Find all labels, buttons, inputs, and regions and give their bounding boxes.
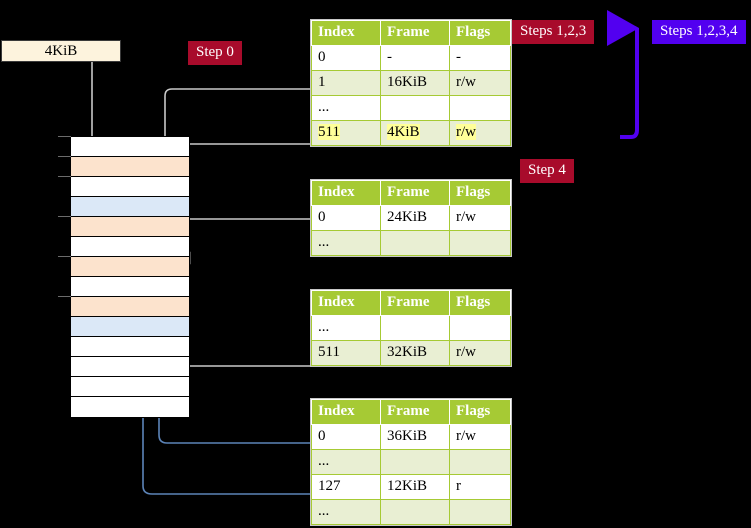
cell-frame: [380, 499, 450, 525]
physical-memory-grid: [70, 136, 190, 418]
cell-frame: 12KiB: [380, 474, 450, 500]
cell-flags: [449, 230, 511, 256]
table-row: ...: [311, 449, 511, 475]
violet-bracket-arrow: [607, 10, 639, 139]
grid-tick: [58, 256, 71, 257]
cell-flags: r/w: [449, 70, 511, 96]
column-header-frame: Frame: [380, 290, 450, 316]
memory-frame-row: [71, 317, 189, 337]
cell-index: ...: [311, 230, 381, 256]
size-label-text: 4KiB: [44, 42, 78, 59]
memory-frame-row: [71, 297, 189, 317]
size-label-box: 4KiB: [1, 40, 121, 62]
table-row: ...: [311, 230, 511, 256]
cell-flags: r/w: [449, 205, 511, 231]
wire-l4-row511-to-grid: [177, 143, 311, 159]
cell-frame: [380, 230, 450, 256]
grid-tick: [58, 156, 71, 157]
column-header-flags: Flags: [449, 20, 511, 46]
steps-123-badge: Steps 1,2,3: [512, 20, 595, 44]
steps-1234-badge-label: Steps 1,2,3,4: [660, 23, 738, 39]
cell-flags: r/w: [449, 340, 511, 366]
cell-flags: -: [449, 45, 511, 71]
step-0-badge: Step 0: [188, 41, 242, 65]
cell-index: 127: [311, 474, 381, 500]
cell-flags: r/w: [449, 120, 511, 146]
column-header-frame: Frame: [380, 20, 450, 46]
cell-frame: [380, 95, 450, 121]
memory-frame-row: [71, 197, 189, 217]
column-header-index: Index: [311, 399, 381, 425]
cell-index: ...: [311, 499, 381, 525]
cell-flags: [449, 95, 511, 121]
step-4-badge-label: Step 4: [528, 162, 566, 178]
memory-frame-row: [71, 357, 189, 377]
memory-frame-row: [71, 137, 189, 157]
column-header-index: Index: [311, 20, 381, 46]
steps-123-badge-label: Steps 1,2,3: [520, 23, 587, 39]
cell-index: 1: [311, 70, 381, 96]
memory-frame-row: [71, 377, 189, 397]
wire-l3-row0-to-grid: [179, 218, 311, 265]
memory-frame-row: [71, 157, 189, 177]
column-header-flags: Flags: [449, 180, 511, 206]
grid-tick: [58, 296, 71, 297]
table-row: ...: [311, 499, 511, 525]
column-header-flags: Flags: [449, 399, 511, 425]
cell-frame: [380, 315, 450, 341]
column-header-index: Index: [311, 180, 381, 206]
table-row: 0--: [311, 45, 511, 71]
cell-index: ...: [311, 95, 381, 121]
cell-flags: r/w: [449, 424, 511, 450]
column-header-frame: Frame: [380, 399, 450, 425]
memory-frame-row: [71, 237, 189, 257]
cell-frame: 36KiB: [380, 424, 450, 450]
cell-frame: [380, 449, 450, 475]
cell-frame: 4KiB: [380, 120, 450, 146]
cell-flags: r: [449, 474, 511, 500]
cell-index: 0: [311, 205, 381, 231]
memory-frame-row: [71, 277, 189, 297]
memory-frame-row: [71, 337, 189, 357]
step-4-badge: Step 4: [520, 159, 574, 183]
cell-frame: 16KiB: [380, 70, 450, 96]
cell-frame: 24KiB: [380, 205, 450, 231]
cell-flags: [449, 499, 511, 525]
memory-frame-row: [71, 397, 189, 417]
grid-tick: [58, 216, 71, 217]
memory-frame-row: [71, 177, 189, 197]
grid-tick: [58, 136, 71, 137]
grid-tick: [58, 176, 71, 177]
cell-index: 511: [311, 340, 381, 366]
cell-index: 0: [311, 424, 381, 450]
cell-frame: -: [380, 45, 450, 71]
cell-index: ...: [311, 449, 381, 475]
column-header-frame: Frame: [380, 180, 450, 206]
cell-index: 0: [311, 45, 381, 71]
memory-frame-row: [71, 257, 189, 277]
table-row: ...: [311, 315, 511, 341]
table-row: ...: [311, 95, 511, 121]
column-header-index: Index: [311, 290, 381, 316]
cell-flags: [449, 449, 511, 475]
cell-index: ...: [311, 315, 381, 341]
cell-index: 511: [311, 120, 381, 146]
memory-frame-row: [71, 217, 189, 237]
cell-frame: 32KiB: [380, 340, 450, 366]
step-0-badge-label: Step 0: [196, 44, 234, 60]
steps-1234-badge: Steps 1,2,3,4: [652, 20, 746, 44]
cell-flags: [449, 315, 511, 341]
column-header-flags: Flags: [449, 290, 511, 316]
